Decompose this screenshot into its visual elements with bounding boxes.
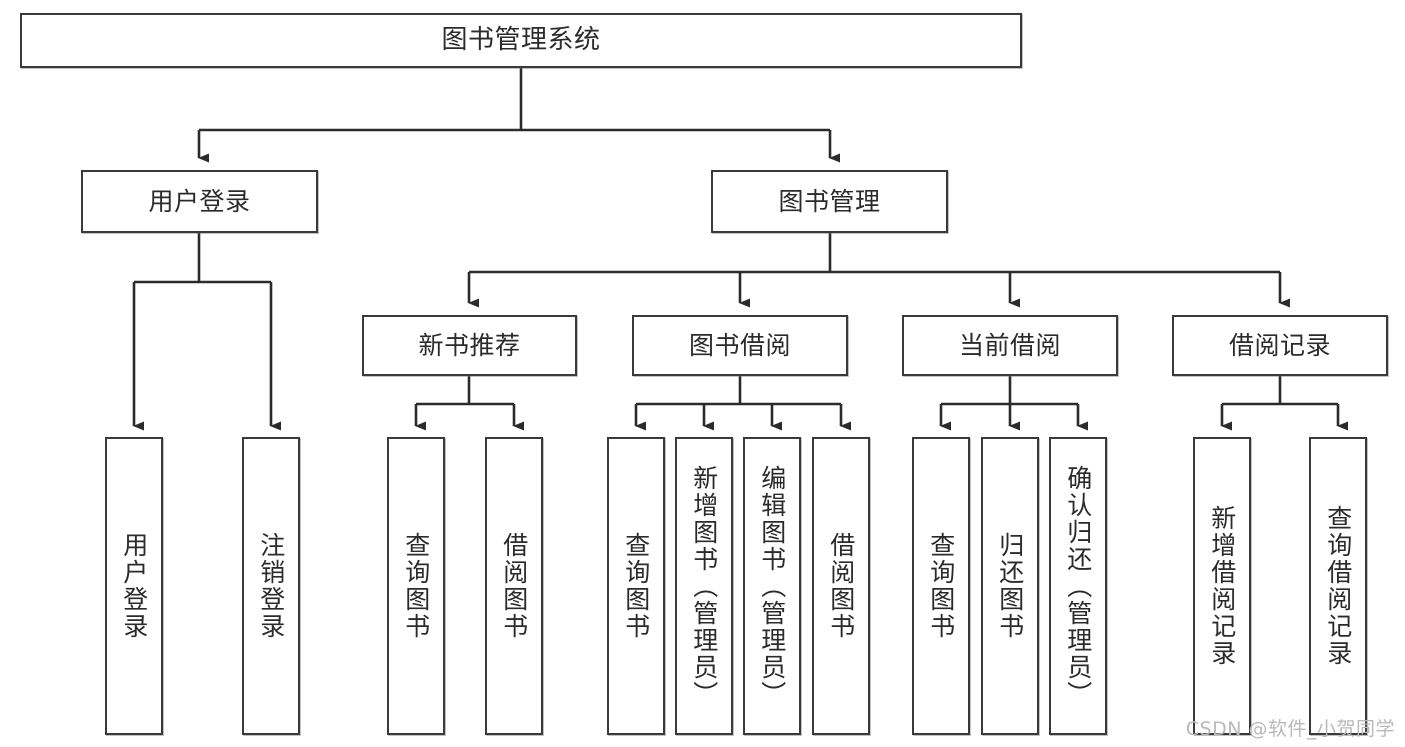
node-label: 确认归还（管理员） [1063,464,1093,708]
node-label: 借阅图书 [499,532,529,640]
node-leaf-confirm-return-admin[interactable]: 确认归还（管理员） [1049,437,1107,735]
node-leaf-query-book-new[interactable]: 查询图书 [387,437,445,735]
node-leaf-borrow-book[interactable]: 借阅图书 [812,437,870,735]
node-label: 查询图书 [401,532,431,640]
node-leaf-add-borrow-record[interactable]: 新增借阅记录 [1193,437,1251,735]
node-leaf-user-login[interactable]: 用户登录 [105,437,163,735]
node-label: 编辑图书（管理员） [757,464,787,708]
node-label: 用户登录 [119,532,149,640]
node-leaf-query-book[interactable]: 查询图书 [607,437,665,735]
node-book-management[interactable]: 图书管理 [711,170,948,233]
node-leaf-add-book-admin[interactable]: 新增图书（管理员） [675,437,733,735]
node-label: 归还图书 [995,532,1025,640]
node-label: 图书管理系统 [441,25,601,56]
node-label: 查询图书 [621,532,651,640]
node-leaf-edit-book-admin[interactable]: 编辑图书（管理员） [743,437,801,735]
node-label: 查询借阅记录 [1323,505,1353,667]
node-leaf-borrow-book-new[interactable]: 借阅图书 [485,437,543,735]
node-label: 新书推荐 [418,330,521,360]
node-label: 当前借阅 [958,330,1061,360]
node-user-login[interactable]: 用户登录 [81,170,318,233]
node-label: 查询图书 [926,532,956,640]
node-leaf-logout[interactable]: 注销登录 [242,437,300,735]
node-label: 注销登录 [256,532,286,640]
watermark: CSDN @软件_小贺同学 [1185,718,1395,740]
node-label: 新增借阅记录 [1207,505,1237,667]
node-new-book-recommendation[interactable]: 新书推荐 [362,315,577,376]
node-label: 用户登录 [148,186,251,216]
node-root-library-management-system[interactable]: 图书管理系统 [20,13,1022,68]
node-label: 借阅图书 [826,532,856,640]
node-leaf-return-book[interactable]: 归还图书 [981,437,1039,735]
node-book-borrowing[interactable]: 图书借阅 [632,315,848,376]
node-label: 借阅记录 [1228,330,1331,360]
node-current-borrowing[interactable]: 当前借阅 [902,315,1118,376]
node-label: 图书借阅 [688,330,791,360]
node-label: 新增图书（管理员） [689,464,719,708]
node-borrowing-records[interactable]: 借阅记录 [1172,315,1388,376]
node-leaf-query-borrow-record[interactable]: 查询借阅记录 [1309,437,1367,735]
node-leaf-query-book-current[interactable]: 查询图书 [912,437,970,735]
node-label: 图书管理 [778,186,881,216]
